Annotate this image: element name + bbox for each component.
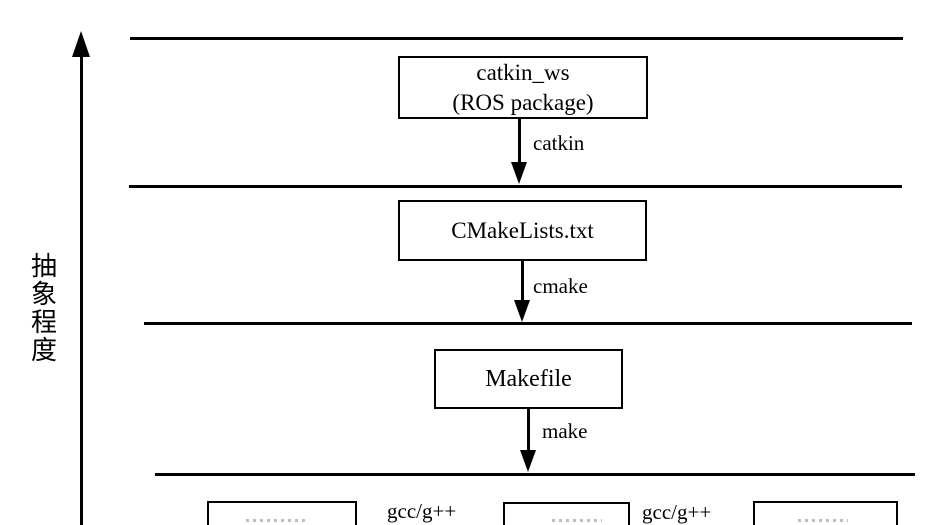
level-separator-3	[144, 322, 912, 325]
catkin-ws-box-line1: catkin_ws	[476, 59, 570, 85]
arrow-cmake-shaft	[521, 261, 524, 303]
level-separator-4	[155, 473, 915, 476]
catkin-ws-box-line2: (ROS package)	[452, 89, 594, 115]
arrow-make-head-icon	[520, 450, 536, 472]
level-separator-1	[130, 37, 903, 40]
arrow-make-shaft	[527, 409, 530, 453]
arrow-make-label: make	[542, 419, 588, 443]
cmakelists-box-label: CMakeLists.txt	[451, 217, 594, 243]
arrow-catkin-head-icon	[511, 162, 527, 184]
arrow-catkin-label: catkin	[533, 131, 585, 155]
arrow-catkin-shaft	[518, 119, 521, 165]
level-separator-2	[129, 185, 902, 188]
makefile-box-label: Makefile	[485, 366, 572, 392]
truncated-text-marks-2	[552, 519, 602, 522]
truncated-text-marks-3	[798, 519, 848, 522]
catkin-ws-box: catkin_ws (ROS package)	[398, 56, 648, 119]
arrow-cmake-head-icon	[514, 300, 530, 322]
y-axis-line	[80, 52, 83, 525]
y-axis-label: 抽象程度	[30, 252, 57, 365]
y-axis-arrowhead-icon	[72, 31, 90, 57]
arrow-cmake-label: cmake	[533, 274, 588, 298]
compiler-label-2: gcc/g++	[642, 500, 712, 524]
cmakelists-box: CMakeLists.txt	[398, 200, 647, 261]
makefile-box: Makefile	[434, 349, 623, 409]
compiler-label-1: gcc/g++	[387, 499, 457, 523]
truncated-text-marks-1	[246, 519, 306, 522]
